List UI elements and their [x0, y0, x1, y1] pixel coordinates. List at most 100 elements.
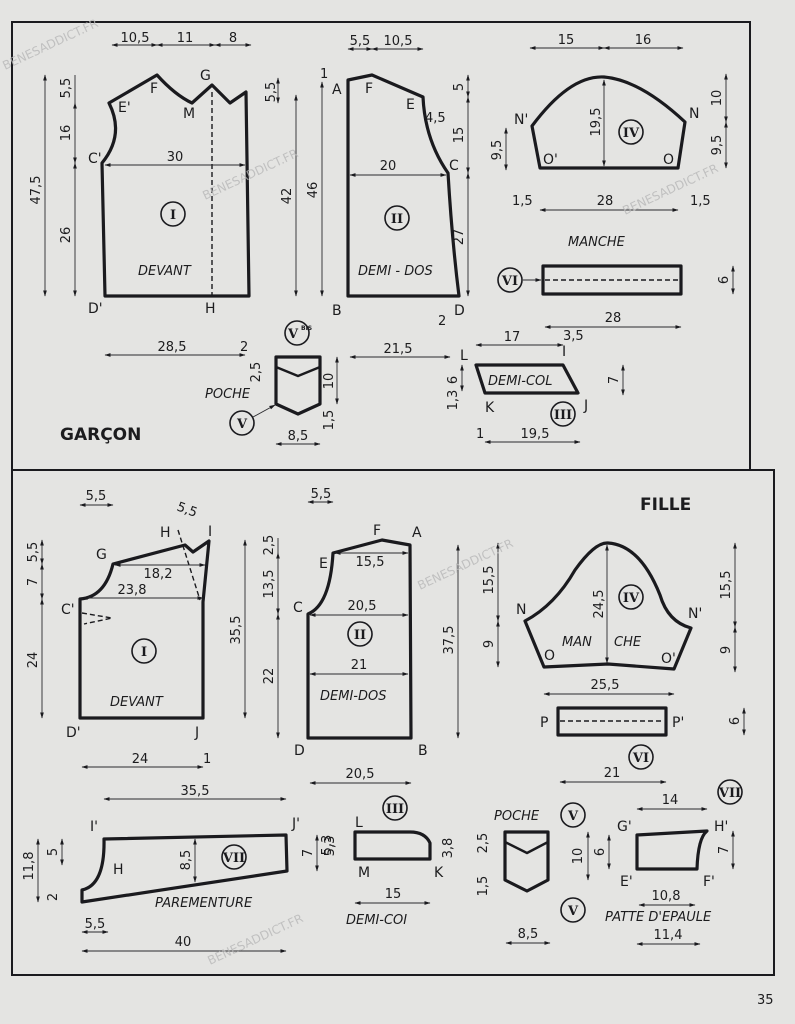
point-label: C [293, 600, 303, 616]
roman-badge [618, 119, 644, 145]
point-label: E [319, 556, 328, 572]
garcon-manche-piece: IV MANCHE N' N O' O 15 16 19,5 10 9,5 9,… [490, 33, 728, 250]
roman-label: III [386, 802, 404, 817]
dimension-label: 42 [280, 188, 295, 205]
dimension-label: 24,5 [592, 590, 607, 619]
dimension-label: 15 [452, 127, 467, 144]
dimension-label: 47,5 [29, 176, 44, 205]
piece-name: PATTE D'EPAULE [605, 910, 712, 925]
dimension-label: 9 [482, 640, 497, 648]
point-label: P [540, 715, 548, 731]
roman-label: V [567, 809, 579, 824]
piece-name: PAREMENTURE [155, 896, 253, 911]
dimension-label: 35,5 [229, 616, 244, 645]
dimension-label: 28 [597, 194, 614, 209]
piece-name: DEVANT [110, 695, 164, 710]
point-label: N [689, 106, 699, 122]
point-label: J [194, 725, 199, 741]
dimension-label: 9,5 [490, 140, 505, 161]
piece-name: DEMI-DOS [320, 689, 386, 704]
dimension-label: 2,5 [262, 535, 277, 556]
dimension-label: 6 [446, 376, 461, 384]
roman-label: V [236, 417, 248, 432]
fille-demi-dos-piece: II DEMI-DOS F A E C D B 5,5 2,5 13,5 22 … [262, 487, 460, 785]
fille-manche-outline [523, 541, 693, 671]
dimension-label: 6 [717, 276, 732, 284]
fille-parementure-outline [80, 833, 289, 904]
dimension-label: 6 [593, 848, 608, 856]
dimension-label: 2,5 [476, 833, 491, 854]
garcon-title: GARÇON [60, 425, 141, 445]
fille-devant-piece: I DEVANT G H I C' D' J 5,5 5,5 5,5 7 24 … [26, 489, 247, 769]
dimension-label: 20 [380, 159, 397, 174]
point-label: G [200, 68, 211, 84]
pattern-line [275, 365, 321, 378]
dimension-label: 15 [385, 887, 402, 902]
watermark: BENESADDICT.FR [0, 16, 100, 73]
point-label: C' [88, 151, 102, 167]
dimension-label: 25,5 [591, 678, 620, 693]
dimension-label: 10 [710, 90, 725, 107]
point-label: P' [672, 715, 684, 731]
bis-label: BIS [301, 325, 312, 332]
dimension-label: 20,5 [346, 767, 375, 782]
dimension-label: 1,5 [690, 194, 711, 209]
watermark: BENESADDICT.FR [415, 536, 515, 593]
point-label: I' [90, 819, 98, 835]
fold-line [81, 612, 113, 625]
fille-poignet-piece: P P' VI 6 21 [540, 706, 746, 784]
dimension-label: 8,5 [179, 850, 194, 871]
fille-demi-dos-outline [306, 538, 413, 740]
piece-name: DEMI - DOS [358, 264, 433, 279]
dimension-label: 15,5 [482, 566, 497, 595]
dimension-label: 10 [571, 848, 586, 865]
dimension-label: 6 [728, 717, 743, 725]
piece-name: CHE [614, 635, 642, 650]
point-label: H [160, 525, 171, 541]
dimension-label: 2 [46, 893, 61, 901]
dimension-label: 1,5 [322, 410, 337, 431]
dimension-label: 15 [558, 33, 575, 48]
dimension-label: 2,5 [249, 362, 264, 383]
roman-label: VII [222, 851, 245, 866]
roman-label: V [567, 904, 579, 919]
dimension-label: 18,2 [144, 567, 173, 582]
point-label: L [355, 815, 363, 831]
dimension-label: 28 [605, 311, 622, 326]
dimension-label: 5,3 [320, 835, 335, 856]
roman-badge [221, 844, 247, 870]
point-label: K [434, 865, 444, 881]
dimension-label: 5,5 [85, 917, 106, 932]
garcon-demi-dos-outline [346, 73, 461, 298]
point-label: B [332, 303, 342, 319]
point-label: C [449, 158, 459, 174]
dimension-label: 8 [229, 31, 237, 46]
point-label: A [412, 525, 422, 541]
point-label: N [516, 602, 526, 618]
dimension-label: 5,5 [175, 500, 200, 521]
page-number: 35 [757, 993, 774, 1008]
roman-label: IV [623, 591, 640, 606]
dimension-label: 1 [320, 67, 328, 82]
point-label: F [150, 81, 158, 97]
dimension-label: 10 [322, 373, 337, 390]
dimension-label: 3,5 [563, 329, 584, 344]
dimension-label: 15,5 [719, 571, 734, 600]
fille-demi-col-outline [353, 830, 432, 861]
garcon-devant-outline [100, 73, 251, 298]
roman-badge [497, 267, 523, 293]
garcon-demi-col-piece: III DEMI-COL L I K J 17 3,5 6 1,3 7 19,5… [446, 329, 625, 444]
roman-badge [628, 744, 654, 770]
dimension-label: 21,5 [384, 342, 413, 357]
dimension-label: 5,5 [350, 34, 371, 49]
roman-badge [284, 320, 310, 346]
dimension-label: 15,5 [356, 555, 385, 570]
dimension-label: 5,3 [323, 836, 338, 857]
fille-poche-outline [503, 830, 550, 893]
dimension-label: 11,4 [654, 928, 683, 943]
roman-badge [229, 410, 255, 436]
garcon-demi-col-outline [474, 363, 580, 395]
roman-badge [550, 401, 576, 427]
dimension-label: 24 [132, 752, 149, 767]
dimension-label: 30 [167, 150, 184, 165]
